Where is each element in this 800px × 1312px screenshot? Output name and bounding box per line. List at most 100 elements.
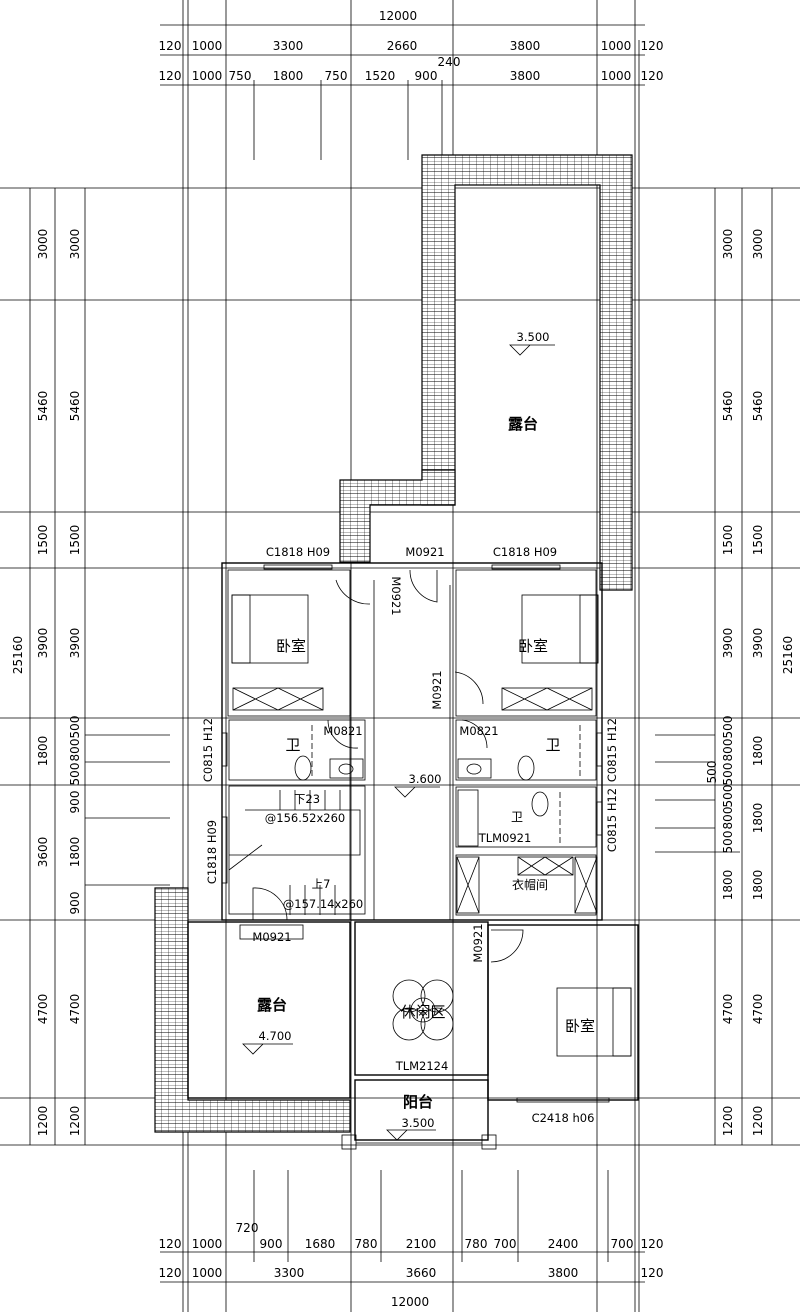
dim-label: 1800 [68,837,82,868]
level-markers [242,344,555,1141]
room-cloakroom: 衣帽间 [512,877,548,892]
dim-label: 800 [721,807,735,830]
dim-label: 3800 [510,69,541,83]
opening-labels: C1818 H09 C1818 H09 C1818 H09 M0921 M092… [201,545,619,1125]
level-label: 3.600 [409,772,442,786]
stair-icon [228,790,361,915]
dim-label: 780 [465,1237,488,1251]
dim-label: 4700 [36,994,50,1025]
dim-label: 750 [229,69,252,83]
dim-label: 1200 [36,1106,50,1137]
dim-label: 1000 [192,69,223,83]
dim-label: 2100 [406,1237,437,1251]
dim-label: 500 [705,761,719,784]
window-label: C2418 h06 [532,1111,595,1125]
dim-label: 1520 [365,69,396,83]
dim-label: 240 [438,55,461,69]
toilet-icon [531,791,549,817]
stair-up-count: 上7 [312,877,331,891]
dim-label: 700 [494,1237,517,1251]
dim-label: 2400 [548,1237,579,1251]
dim-label: 500 [721,785,735,808]
dim-label: 120 [159,1266,182,1280]
level-marker-icon [394,786,440,798]
dim-label: 800 [721,739,735,762]
window-label: C0815 H12 [605,718,619,782]
dim-label: 3000 [36,229,50,260]
dim-label: 1000 [192,39,223,53]
door-label: M0821 [323,724,362,738]
dim-label: 120 [641,1237,664,1251]
dim-label: 1000 [192,1237,223,1251]
dim-label: 3800 [548,1266,579,1280]
dim-label: 4700 [68,994,82,1025]
dim-total-bottom: 12000 [391,1295,429,1309]
top-dimensions: 12000 120 1000 3300 2660 3800 1000 120 1… [159,9,664,83]
dim-label: 1800 [273,69,304,83]
dim-label: 1800 [751,870,765,901]
dim-label: 1200 [68,1106,82,1137]
window-label: C1818 H09 [266,545,330,559]
dim-label: 3000 [751,229,765,260]
stair-up-step: @157.14x260 [283,897,364,911]
dim-label: 120 [159,1237,182,1251]
tiled-parapets [154,154,633,1133]
door-label: M0921 [430,670,444,709]
window-label: C1818 H09 [205,820,219,884]
dim-label: 3900 [68,628,82,659]
window-label: C0815 H12 [201,718,215,782]
dim-label: 900 [68,791,82,814]
toilet-icon [294,755,312,781]
dim-label: 3300 [274,1266,305,1280]
stair-down-count: 下23 [294,792,320,806]
toilet-icon [517,755,535,781]
dim-label: 500 [68,763,82,786]
dim-label: 4700 [751,994,765,1025]
dim-label: 900 [68,892,82,915]
dim-label: 780 [355,1237,378,1251]
level-label: 4.700 [259,1029,292,1043]
dim-total-right: 25160 [781,636,795,674]
dim-label: 5460 [751,391,765,422]
wardrobe-icon [232,687,598,914]
dim-label: 5460 [36,391,50,422]
dim-label: 2660 [387,39,418,53]
level-label: 3.500 [402,1116,435,1130]
dim-label: 1000 [601,39,632,53]
dim-label: 500 [721,831,735,854]
dim-label: 750 [325,69,348,83]
door-label: M0921 [252,930,291,944]
dim-label: 1680 [305,1237,336,1251]
dim-label: 5460 [721,391,735,422]
dim-label: 1500 [721,525,735,556]
dim-label: 800 [68,739,82,762]
dim-label: 3900 [751,628,765,659]
dim-label: 3300 [273,39,304,53]
dim-label: 1800 [751,736,765,767]
dim-label: 1800 [36,736,50,767]
dim-label: 1500 [68,525,82,556]
dim-label: 120 [641,39,664,53]
left-dimensions: 25160 3000 5460 1500 3900 1800 3600 4700… [11,229,82,1137]
dim-label: 1800 [721,870,735,901]
room-bath-left: 卫 [285,736,300,754]
bottom-dimensions: 120 1000 720 900 1680 780 2100 780 700 2… [159,1221,664,1309]
dim-label: 700 [611,1237,634,1251]
dim-label: 5460 [68,391,82,422]
furniture [228,594,632,1057]
room-bath-right: 卫 [545,736,560,754]
sink-icon [457,758,492,779]
dim-label: 120 [159,69,182,83]
dim-label: 1000 [192,1266,223,1280]
room-leisure: 休闲区 [400,1003,445,1021]
dim-label: 3000 [68,229,82,260]
door-label: M0921 [389,576,403,615]
level-marker-icon [242,1043,293,1055]
room-labels: 露台 卧室 卧室 卧室 卫 卫 卫 衣帽间 露台 休闲区 阳台 [257,415,595,1111]
dim-label: 1200 [721,1106,735,1137]
level-marker-icon [386,1129,436,1141]
level-labels: 3.500 3.600 4.700 3.500 [259,330,550,1130]
dim-label: 1500 [36,525,50,556]
